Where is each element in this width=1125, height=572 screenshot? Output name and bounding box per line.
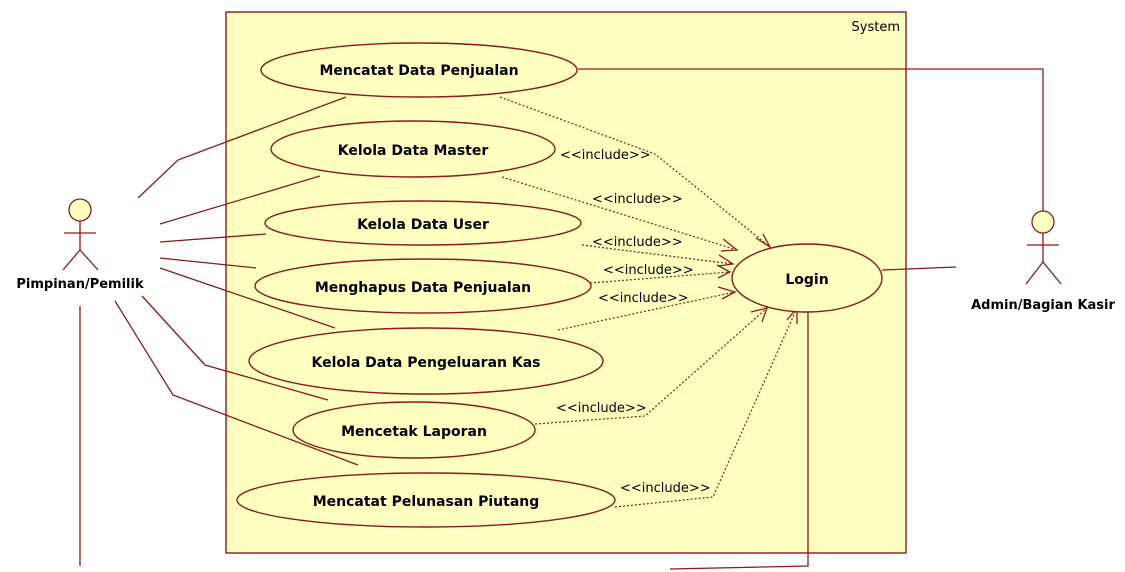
include-label-pelunasan: <<include>> [620, 481, 711, 496]
use-case-kelola-master: Kelola Data Master [270, 120, 556, 178]
use-case-label: Kelola Data Pengeluaran Kas [312, 355, 541, 371]
actor-admin-label: Admin/Bagian Kasir [971, 298, 1115, 313]
use-case-label: Mencatat Pelunasan Piutang [313, 494, 540, 510]
use-case-label: Mencetak Laporan [341, 424, 487, 440]
use-case-mencetak-laporan: Mencetak Laporan [292, 401, 536, 459]
system-label: System [852, 20, 900, 35]
use-case-label: Mencatat Data Penjualan [319, 63, 518, 79]
actor-pimpinan-label: Pimpinan/Pemilik [16, 277, 144, 292]
include-label-hapus: <<include>> [603, 263, 694, 278]
use-case-label: Kelola Data Master [338, 143, 489, 159]
use-case-label: Login [785, 272, 828, 288]
use-case-kelola-pengeluaran: Kelola Data Pengeluaran Kas [248, 327, 604, 395]
right-actor-associations [578, 68, 1044, 570]
actor-admin-icon [1025, 210, 1062, 285]
left-actor-associations [79, 96, 359, 566]
use-case-label: Kelola Data User [357, 217, 489, 233]
include-label-master: <<include>> [560, 148, 651, 163]
use-case-mencatat-penjualan: Mencatat Data Penjualan [260, 42, 578, 98]
actor-pimpinan-icon [62, 198, 99, 271]
use-case-mencatat-pelunasan: Mencatat Pelunasan Piutang [236, 472, 616, 528]
include-label-master-2: <<include>> [592, 192, 683, 207]
include-relations [499, 96, 798, 508]
use-case-login: Login [731, 243, 883, 313]
use-case-kelola-user: Kelola Data User [264, 200, 582, 246]
include-label-user: <<include>> [592, 235, 683, 250]
use-case-label: Menghapus Data Penjualan [315, 280, 531, 296]
use-case-menghapus-penjualan: Menghapus Data Penjualan [254, 258, 592, 314]
include-label-laporan: <<include>> [556, 401, 647, 416]
include-label-pengeluaran: <<include>> [598, 291, 689, 306]
